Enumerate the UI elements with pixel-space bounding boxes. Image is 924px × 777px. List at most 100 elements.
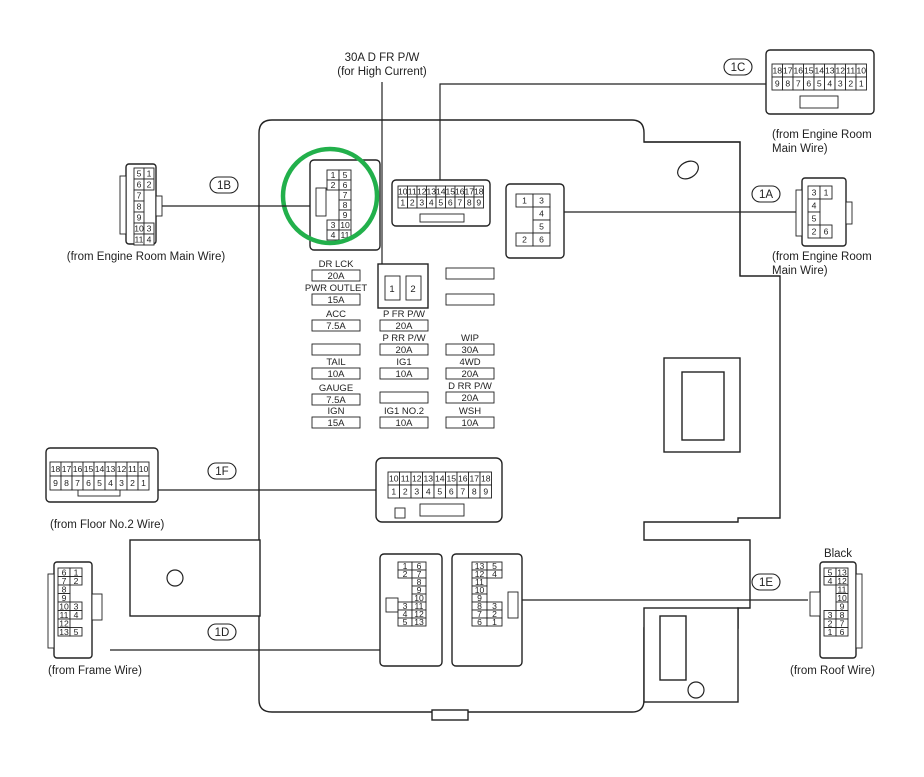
socket-1b-pin-3-label: 3 (331, 220, 336, 230)
connector-1b-pin-1-label: 1 (147, 169, 152, 179)
socket-1b-pin-9-label: 9 (343, 210, 348, 220)
socket-1c-pin-15-label: 15 (445, 187, 455, 197)
socket-1b-pin-1-label: 1 (331, 170, 336, 180)
connector-1f-pin-10-label: 10 (139, 464, 149, 474)
connector-1c-pin-1 (855, 76, 867, 91)
socket-1c-pin-4-label: 4 (429, 198, 434, 208)
socket-1c-pin-17-label: 17 (464, 187, 474, 197)
socket-1a-pin-3-label: 3 (539, 196, 544, 206)
connector-1c-pin-16-label: 16 (793, 66, 803, 76)
socket-1e-pin-8-label: 8 (477, 601, 482, 611)
socket-1d-pin-8-label: 8 (417, 577, 422, 587)
socket-1f-pin-12-label: 12 (412, 474, 422, 484)
connector-1d-pin-4-label: 4 (74, 610, 79, 620)
fuse-col3-2-name: WIP (461, 333, 479, 344)
connector-1d-pin-13-label: 13 (59, 627, 69, 637)
connector-1e-pin-6 (835, 627, 849, 637)
fuse-col3-4-amp: 20A (462, 393, 480, 404)
connector-1b-pin-9-label: 9 (137, 213, 142, 223)
fuse-col2-4-name: IG1 NO.2 (384, 406, 424, 417)
relay: 1 2 (377, 263, 429, 309)
connector-1f-pin-2-label: 2 (130, 478, 135, 488)
fuse-col3-5 (445, 416, 495, 429)
fuse-col2-2 (379, 367, 429, 380)
connector-1c-pin-10-label: 10 (856, 66, 866, 76)
socket-1e-pin-13-label: 13 (475, 561, 485, 571)
connector-1f-pin-5-label: 5 (97, 478, 102, 488)
socket-1c-pin-6-label: 6 (448, 198, 453, 208)
socket-1f-pin-1-label: 1 (391, 487, 396, 497)
connector-1d-pin-12-label: 12 (59, 618, 69, 628)
connector-1e-pin-6-label: 6 (840, 627, 845, 637)
tag-1e: 1E (751, 573, 781, 591)
socket-1e-pin-2-label: 2 (492, 609, 497, 619)
fuse-col1-4 (311, 367, 361, 380)
socket-1f-pin-14-label: 14 (435, 474, 445, 484)
fuse-col1-1-amp: 15A (328, 295, 346, 306)
connector-1d-pin-4 (69, 610, 83, 620)
socket-1a-pin-1-label: 1 (522, 196, 527, 206)
socket-1f-pin-18-label: 18 (481, 474, 491, 484)
connector-1e-color: Black (824, 548, 852, 560)
fuse-col3-1 (445, 293, 495, 306)
tag-1b: 1B (209, 176, 239, 194)
left-mounting-hole (166, 569, 184, 587)
fuse-col1-2-name: ACC (326, 309, 346, 320)
highlight-circle (280, 146, 380, 246)
connector-1a-pin-5-label: 5 (812, 214, 817, 224)
connector-1d-pin-3-label: 3 (74, 601, 79, 611)
connector-1f-pin-17-label: 17 (62, 464, 72, 474)
socket-1c-pin-7-label: 7 (457, 198, 462, 208)
fuse-col3-2 (445, 343, 495, 356)
connector-1c-pin-7-label: 7 (796, 79, 801, 89)
socket-1f-pin-7-label: 7 (460, 487, 465, 497)
leader-lines (110, 83, 808, 651)
socket-1c-pin-9 (473, 196, 484, 209)
socket-1a-pin-6-label: 6 (539, 235, 544, 245)
connector-1c-pin-1-label: 1 (859, 79, 864, 89)
socket-1f-pin-9-label: 9 (483, 487, 488, 497)
connector-1f-pin-13-label: 13 (106, 464, 116, 474)
connector-1e-pin-11-label: 11 (838, 584, 847, 594)
socket-1b-pin-5-label: 5 (343, 170, 348, 180)
socket-1f-pin-3-label: 3 (414, 487, 419, 497)
fuse-col2-3 (379, 391, 429, 404)
connector-1d-pin-11-label: 11 (60, 610, 69, 620)
relay-pin-1: 1 (389, 284, 394, 295)
connector-1a-pin-2-label: 2 (812, 227, 817, 237)
fuse-col2-1-name: P RR P/W (382, 333, 425, 344)
connector-1f-pin-16-label: 16 (73, 464, 83, 474)
socket-1b-pin-10-label: 10 (340, 220, 350, 230)
socket-1f-pin-5-label: 5 (437, 487, 442, 497)
connector-1a-pin-3-label: 3 (812, 188, 817, 198)
socket-1b-pin-2-label: 2 (331, 180, 336, 190)
socket-1d-pin-10-label: 10 (414, 593, 424, 603)
socket-1c-pin-13-label: 13 (426, 187, 436, 197)
socket-1d-pin-12-label: 12 (414, 609, 424, 619)
fuse-col3-3-amp: 20A (462, 369, 480, 380)
top-note-line1: 30A D FR P/W (345, 52, 420, 64)
connector-1e-pin-4-label: 4 (828, 576, 833, 586)
fuse-col1-5-name: GAUGE (319, 383, 353, 394)
socket-1e-pin-3-label: 3 (492, 601, 497, 611)
socket-1d-pin-2-label: 2 (403, 569, 408, 579)
socket-1f-pin-11-label: 11 (401, 474, 410, 484)
socket-1c-pin-16-label: 16 (455, 187, 465, 197)
socket-1d-pin-7-label: 7 (417, 569, 422, 579)
connector-1e-pin-7-label: 7 (840, 618, 845, 628)
socket-1f-pin-15-label: 15 (446, 474, 456, 484)
fuse-col3-3 (445, 367, 495, 380)
connector-1e-pin-1-label: 1 (828, 627, 833, 637)
fuse-col3-3-name: 4WD (459, 357, 480, 368)
fuse-col2-0-amp: 20A (396, 321, 414, 332)
socket-1e-pin-1-label: 1 (492, 617, 497, 627)
socket-1d-pin-1-label: 1 (403, 561, 408, 571)
left-mounting-tab (129, 539, 261, 617)
connector-1c-pin-14-label: 14 (814, 66, 824, 76)
connector-1c-pin-2-label: 2 (848, 79, 853, 89)
relay-pin-2: 2 (410, 284, 415, 295)
connector-1d-pin-2-label: 2 (74, 576, 79, 586)
